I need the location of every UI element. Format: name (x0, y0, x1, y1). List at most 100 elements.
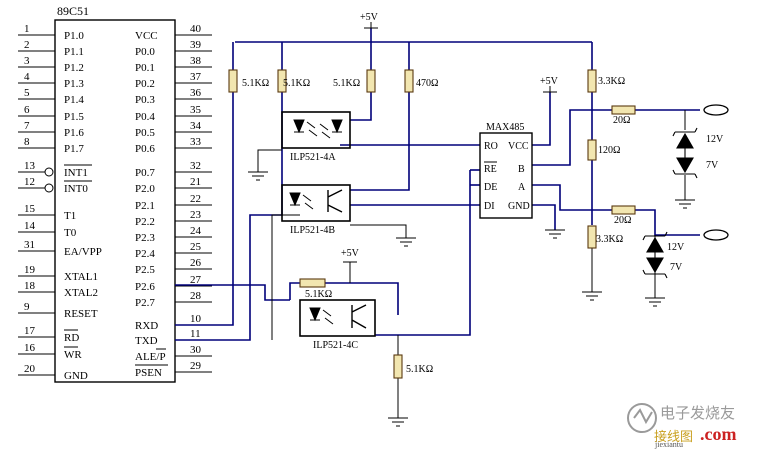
max485-pin-de: DE (484, 182, 497, 193)
mcu-pin-name: T1 (64, 210, 76, 222)
optocoupler-u2-label: ILP521-4B (290, 225, 335, 236)
mcu-pin-number: 26 (190, 257, 202, 269)
supply-p1: +5V (360, 12, 379, 23)
mcu-pin-5: 5P1.4 (18, 87, 84, 106)
resistor-r7: 120Ω (587, 139, 620, 161)
zener-pair-lower (642, 231, 668, 279)
mcu-pin-6: 6P1.5 (18, 104, 84, 123)
mcu-pin-name: P0.4 (135, 111, 155, 123)
mcu-pin-number: 11 (190, 328, 201, 340)
resistor-r5: 3.3KΩ (587, 69, 625, 93)
resistor-r1: 5.1KΩ (228, 69, 269, 93)
zener-z2-label: 7V (706, 160, 719, 171)
mcu-pin-number: 1 (24, 23, 30, 35)
mcu-pin-number: 9 (24, 301, 30, 313)
mcu-pin-number: 35 (190, 104, 202, 116)
mcu-pin-number: 15 (24, 203, 36, 215)
mcu-pin-number: 16 (24, 342, 36, 354)
zener-z3-label: 12V (667, 242, 685, 253)
mcu-pin-name: P0.2 (135, 78, 155, 90)
resistor-r3-label: 5.1KΩ (333, 78, 360, 89)
mcu-pin-number: 10 (190, 313, 202, 325)
mcu-pin-name: P2.4 (135, 248, 155, 260)
max485-pin-di: DI (484, 201, 495, 212)
watermark-logo: 电子发烧友 接线图 .com jiexiantu (627, 403, 736, 449)
max485-name: MAX485 (486, 122, 524, 133)
mcu-pin-name: P1.5 (64, 111, 84, 123)
mcu-right-pins: 40VCC39P0.038P0.137P0.236P0.335P0.434P0.… (135, 23, 212, 379)
connector-b-terminal (703, 104, 729, 116)
mcu-pin-number: 4 (24, 71, 30, 83)
mcu-pin-name: WR (64, 349, 82, 361)
mcu-pin-name: P1.4 (64, 94, 84, 106)
mcu-pin-name: P1.2 (64, 62, 84, 74)
max485-pin-b: B (518, 164, 525, 175)
mcu-pin-name: RXD (135, 320, 158, 332)
mcu-pin-number: 12 (24, 176, 35, 188)
resistor-r5-label: 3.3KΩ (598, 76, 625, 87)
mcu-body (54, 19, 176, 383)
mcu-pin-number: 28 (190, 290, 202, 302)
mcu-pin-name: PSEN (135, 367, 162, 379)
zener-z1-label: 12V (706, 134, 724, 145)
resistor-r11: 5.1KΩ (393, 354, 433, 379)
mcu-pin-number: 19 (24, 264, 36, 276)
mcu-pin-name: INT0 (64, 183, 88, 195)
mcu-pin-number: 24 (190, 225, 202, 237)
mcu-pin-name: P1.1 (64, 46, 84, 58)
mcu-pin-name: P1.3 (64, 78, 84, 90)
mcu-pin-number: 31 (24, 239, 35, 251)
max485-pin-a: A (518, 182, 526, 193)
mcu-pin-number: 39 (190, 39, 202, 51)
optocoupler-u2: ILP521-4B (281, 184, 351, 236)
mcu-pin-name: EA/VPP (64, 246, 102, 258)
connector-a-terminal (703, 229, 729, 241)
mcu-pin-number: 33 (190, 136, 202, 148)
resistor-r6: 20Ω (611, 105, 636, 126)
resistor-r8-label: 20Ω (614, 215, 631, 226)
supply-labels: +5V +5V +5V (341, 12, 559, 263)
mcu-pin-name: P2.6 (135, 281, 155, 293)
mcu-pin-number: 29 (190, 360, 202, 372)
supply-p3: +5V (341, 248, 360, 259)
resistor-r10: 5.1KΩ (299, 278, 332, 300)
mcu-pin-number: 32 (190, 160, 201, 172)
mcu-pin-number: 23 (190, 209, 202, 221)
mcu-pin-name: P1.7 (64, 143, 84, 155)
mcu-pin-number: 6 (24, 104, 30, 116)
mcu-pin-8: 8P1.7 (18, 136, 84, 155)
mcu-pin-name: P0.5 (135, 127, 155, 139)
mcu-pin-name: INT1 (64, 167, 88, 179)
signal-wires (175, 28, 700, 341)
resistor-r2-label: 5.1KΩ (283, 78, 310, 89)
mcu-pin-number: 5 (24, 87, 30, 99)
resistor-r8: 20Ω (611, 205, 636, 226)
mcu-pin-3: 3P1.2 (18, 55, 84, 74)
mcu-pin-name: P2.1 (135, 200, 155, 212)
supply-p2: +5V (540, 76, 559, 87)
mcu-pin-number: 7 (24, 120, 30, 132)
resistor-r10-label: 5.1KΩ (305, 289, 332, 300)
resistor-r1-label: 5.1KΩ (242, 78, 269, 89)
mcu-name: 89C51 (57, 4, 89, 18)
svg-text:电子发烧友: 电子发烧友 (660, 405, 735, 422)
